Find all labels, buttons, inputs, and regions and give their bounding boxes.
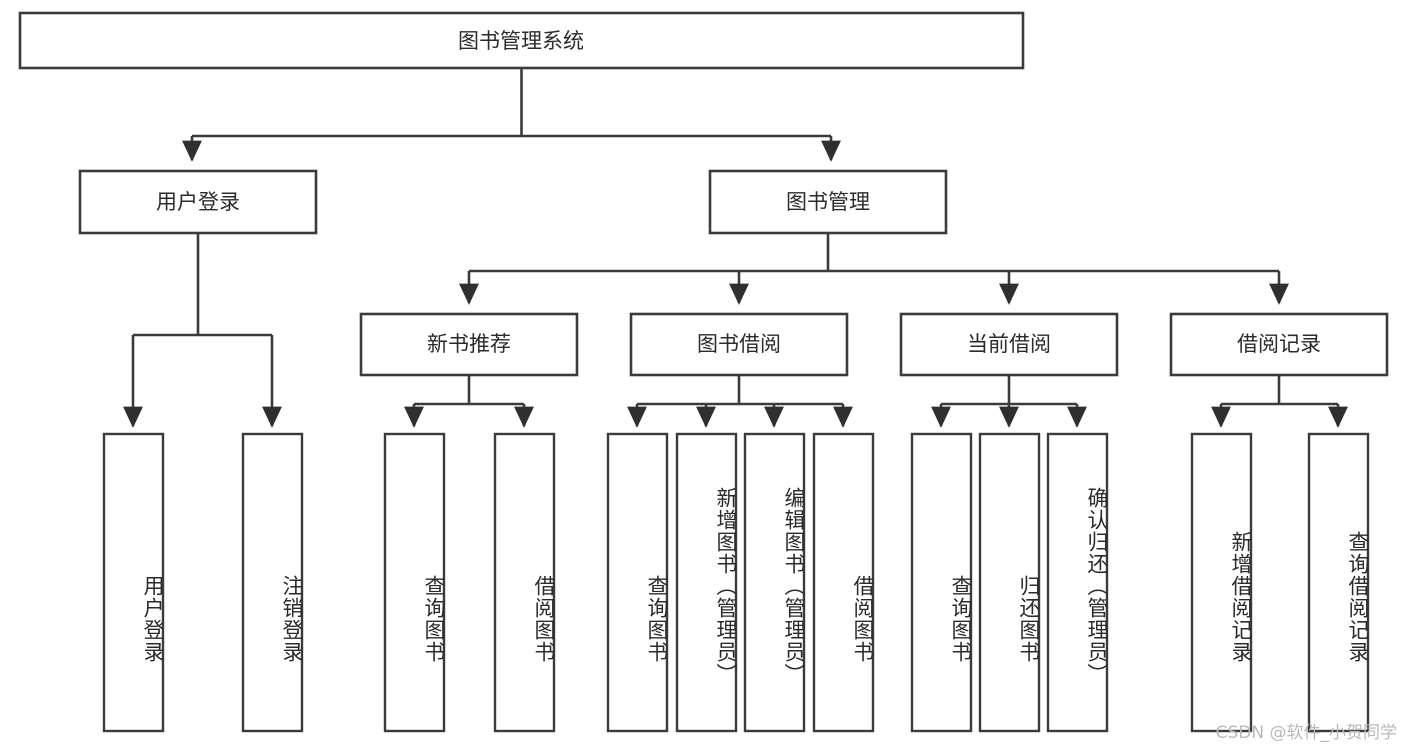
node-borrow-record-label: 借阅记录 bbox=[1237, 332, 1321, 356]
leaf-box-query-record[interactable] bbox=[1307, 432, 1370, 733]
node-book-borrow[interactable]: 图书借阅 bbox=[629, 312, 849, 377]
leaf-box-confirm-return[interactable] bbox=[1046, 432, 1109, 733]
leaf-box-logout-login[interactable] bbox=[241, 432, 304, 733]
node-book-manage-label: 图书管理 bbox=[786, 190, 870, 214]
leaf-box-query-book-2[interactable] bbox=[606, 432, 669, 733]
connector-bookmanage-to-children bbox=[459, 233, 1289, 305]
leaf-box-query-book-1[interactable] bbox=[383, 432, 446, 733]
node-current-borrow[interactable]: 当前借阅 bbox=[899, 312, 1119, 377]
leaf-box-edit-book[interactable] bbox=[743, 432, 806, 733]
connector-borrowrecord-to-leaves bbox=[1211, 375, 1348, 428]
leaf-box-return-book[interactable] bbox=[978, 432, 1041, 733]
leaf-box-borrow-book-2[interactable] bbox=[812, 432, 875, 733]
node-root[interactable]: 图书管理系统 bbox=[18, 11, 1025, 70]
node-user-login-label: 用户登录 bbox=[156, 190, 240, 214]
node-new-book-rec[interactable]: 新书推荐 bbox=[359, 312, 579, 377]
node-root-label: 图书管理系统 bbox=[458, 29, 584, 53]
node-book-borrow-label: 图书借阅 bbox=[697, 332, 781, 356]
connector-root-to-bus bbox=[182, 69, 841, 162]
node-borrow-record[interactable]: 借阅记录 bbox=[1169, 312, 1389, 377]
node-book-manage[interactable]: 图书管理 bbox=[708, 169, 948, 235]
leaf-box-add-book[interactable] bbox=[675, 432, 738, 733]
csdn-watermark: CSDN @软件_小贺同学 bbox=[1215, 723, 1397, 743]
connector-currentborrow-to-leaves bbox=[931, 375, 1087, 428]
leaf-box-borrow-book-1[interactable] bbox=[493, 432, 556, 733]
leaf-box-query-book-3[interactable] bbox=[910, 432, 973, 733]
leaf-box-add-record[interactable] bbox=[1190, 432, 1253, 733]
leaf-boxes bbox=[102, 432, 1370, 733]
node-new-book-rec-label: 新书推荐 bbox=[427, 332, 511, 356]
connector-bookborrow-to-leaves bbox=[627, 375, 853, 428]
connector-newbook-to-leaves bbox=[404, 375, 534, 428]
node-user-login[interactable]: 用户登录 bbox=[78, 169, 318, 235]
leaf-box-user-login[interactable] bbox=[102, 432, 165, 733]
connector-userlogin-to-leaves bbox=[123, 233, 282, 428]
node-current-borrow-label: 当前借阅 bbox=[967, 332, 1051, 356]
